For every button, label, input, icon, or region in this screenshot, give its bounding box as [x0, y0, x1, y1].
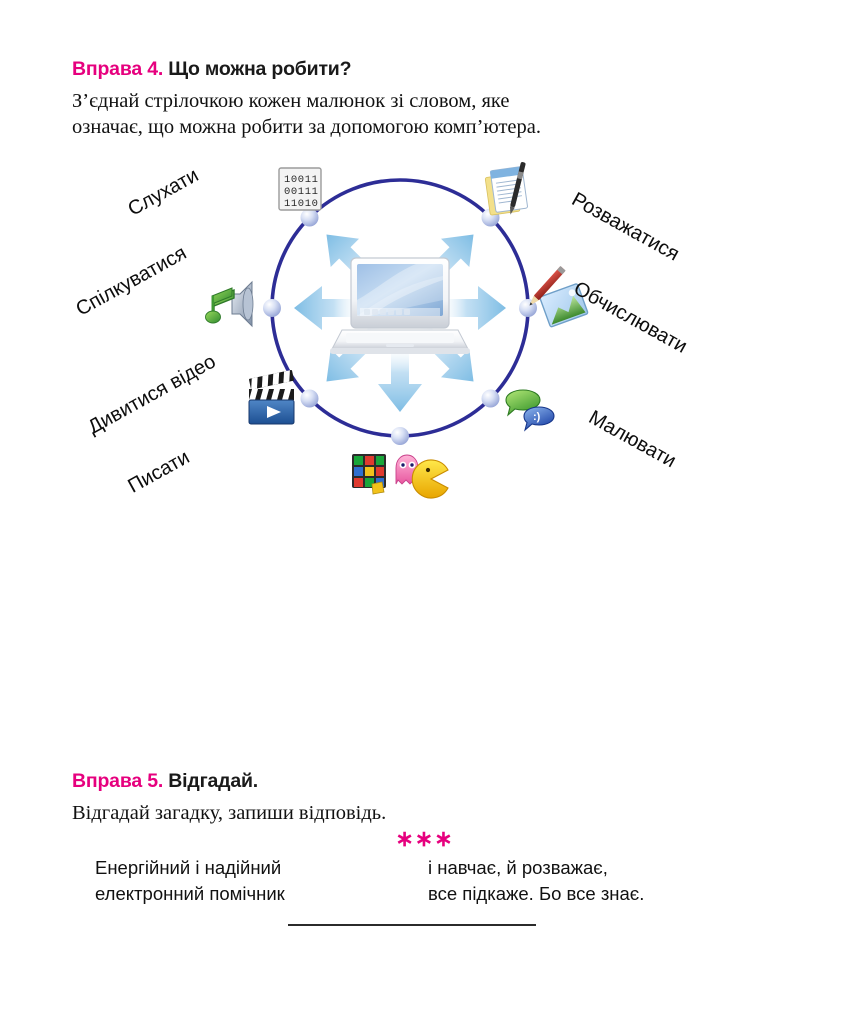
node-left	[263, 299, 281, 317]
riddle-column-2: і навчає, й розважає, все підкаже. Бо вс…	[428, 855, 644, 907]
riddle-line-4: все підкаже. Бо все знає.	[428, 883, 645, 904]
exercise-4-heading: Вправа 4. Що можна робити?	[72, 58, 351, 81]
riddle-separator: ∗∗∗	[395, 826, 454, 851]
svg-text:11010: 11010	[284, 198, 319, 210]
node-lower-right	[481, 389, 500, 408]
arrow-right	[440, 286, 506, 330]
svg-text:00111: 00111	[284, 186, 319, 198]
diagram-canvas: 10011 00111 11010	[205, 162, 589, 499]
pencil-drawing-icon	[529, 266, 589, 328]
laptop-icon	[330, 257, 470, 354]
binary-code-icon: 10011 00111 11010	[278, 167, 322, 211]
exercise-4-instruction-line-2: означає, що можна робити за допомогою ко…	[72, 116, 542, 138]
exercise-5-instruction: Відгадай загадку, запиши відповідь.	[72, 802, 387, 824]
music-speaker-icon	[205, 280, 254, 328]
svg-text:10011: 10011	[284, 174, 319, 186]
riddle-line-3: і навчає, й розважає,	[428, 857, 608, 878]
exercise-5-heading: Вправа 5. Відгадай.	[72, 770, 258, 793]
film-clapper-icon	[248, 370, 295, 425]
exercise-5-title: Відгадай.	[168, 770, 258, 792]
arrow-left	[294, 286, 360, 330]
computer-uses-diagram: 10011 00111 11010	[72, 162, 691, 499]
notepad-pen-icon	[484, 162, 528, 216]
exercise-4-number: Вправа 4.	[72, 58, 164, 80]
answer-blank-line[interactable]	[288, 924, 536, 926]
riddle-line-2: електронний помічник	[95, 883, 285, 904]
arrow-down	[378, 346, 422, 412]
exercise-4-instruction: З’єднай стрілочкою кожен малюнок зі слов…	[72, 88, 732, 140]
riddle-line-1: Енергійний і надійний	[95, 857, 282, 878]
node-bottom	[391, 427, 409, 445]
node-lower-left	[300, 389, 319, 408]
chat-bubbles-icon: :)	[505, 389, 555, 432]
games-rubik-pacman-icon	[352, 454, 449, 499]
riddle-column-1: Енергійний і надійний електронний помічн…	[95, 855, 285, 907]
exercise-5-number: Вправа 5.	[72, 770, 164, 792]
exercise-4-title: Що можна робити?	[168, 58, 352, 80]
exercise-4-instruction-line-1: З’єднай стрілочкою кожен малюнок зі слов…	[72, 90, 510, 112]
node-upper-left	[300, 208, 319, 227]
svg-text::): :)	[533, 411, 541, 423]
